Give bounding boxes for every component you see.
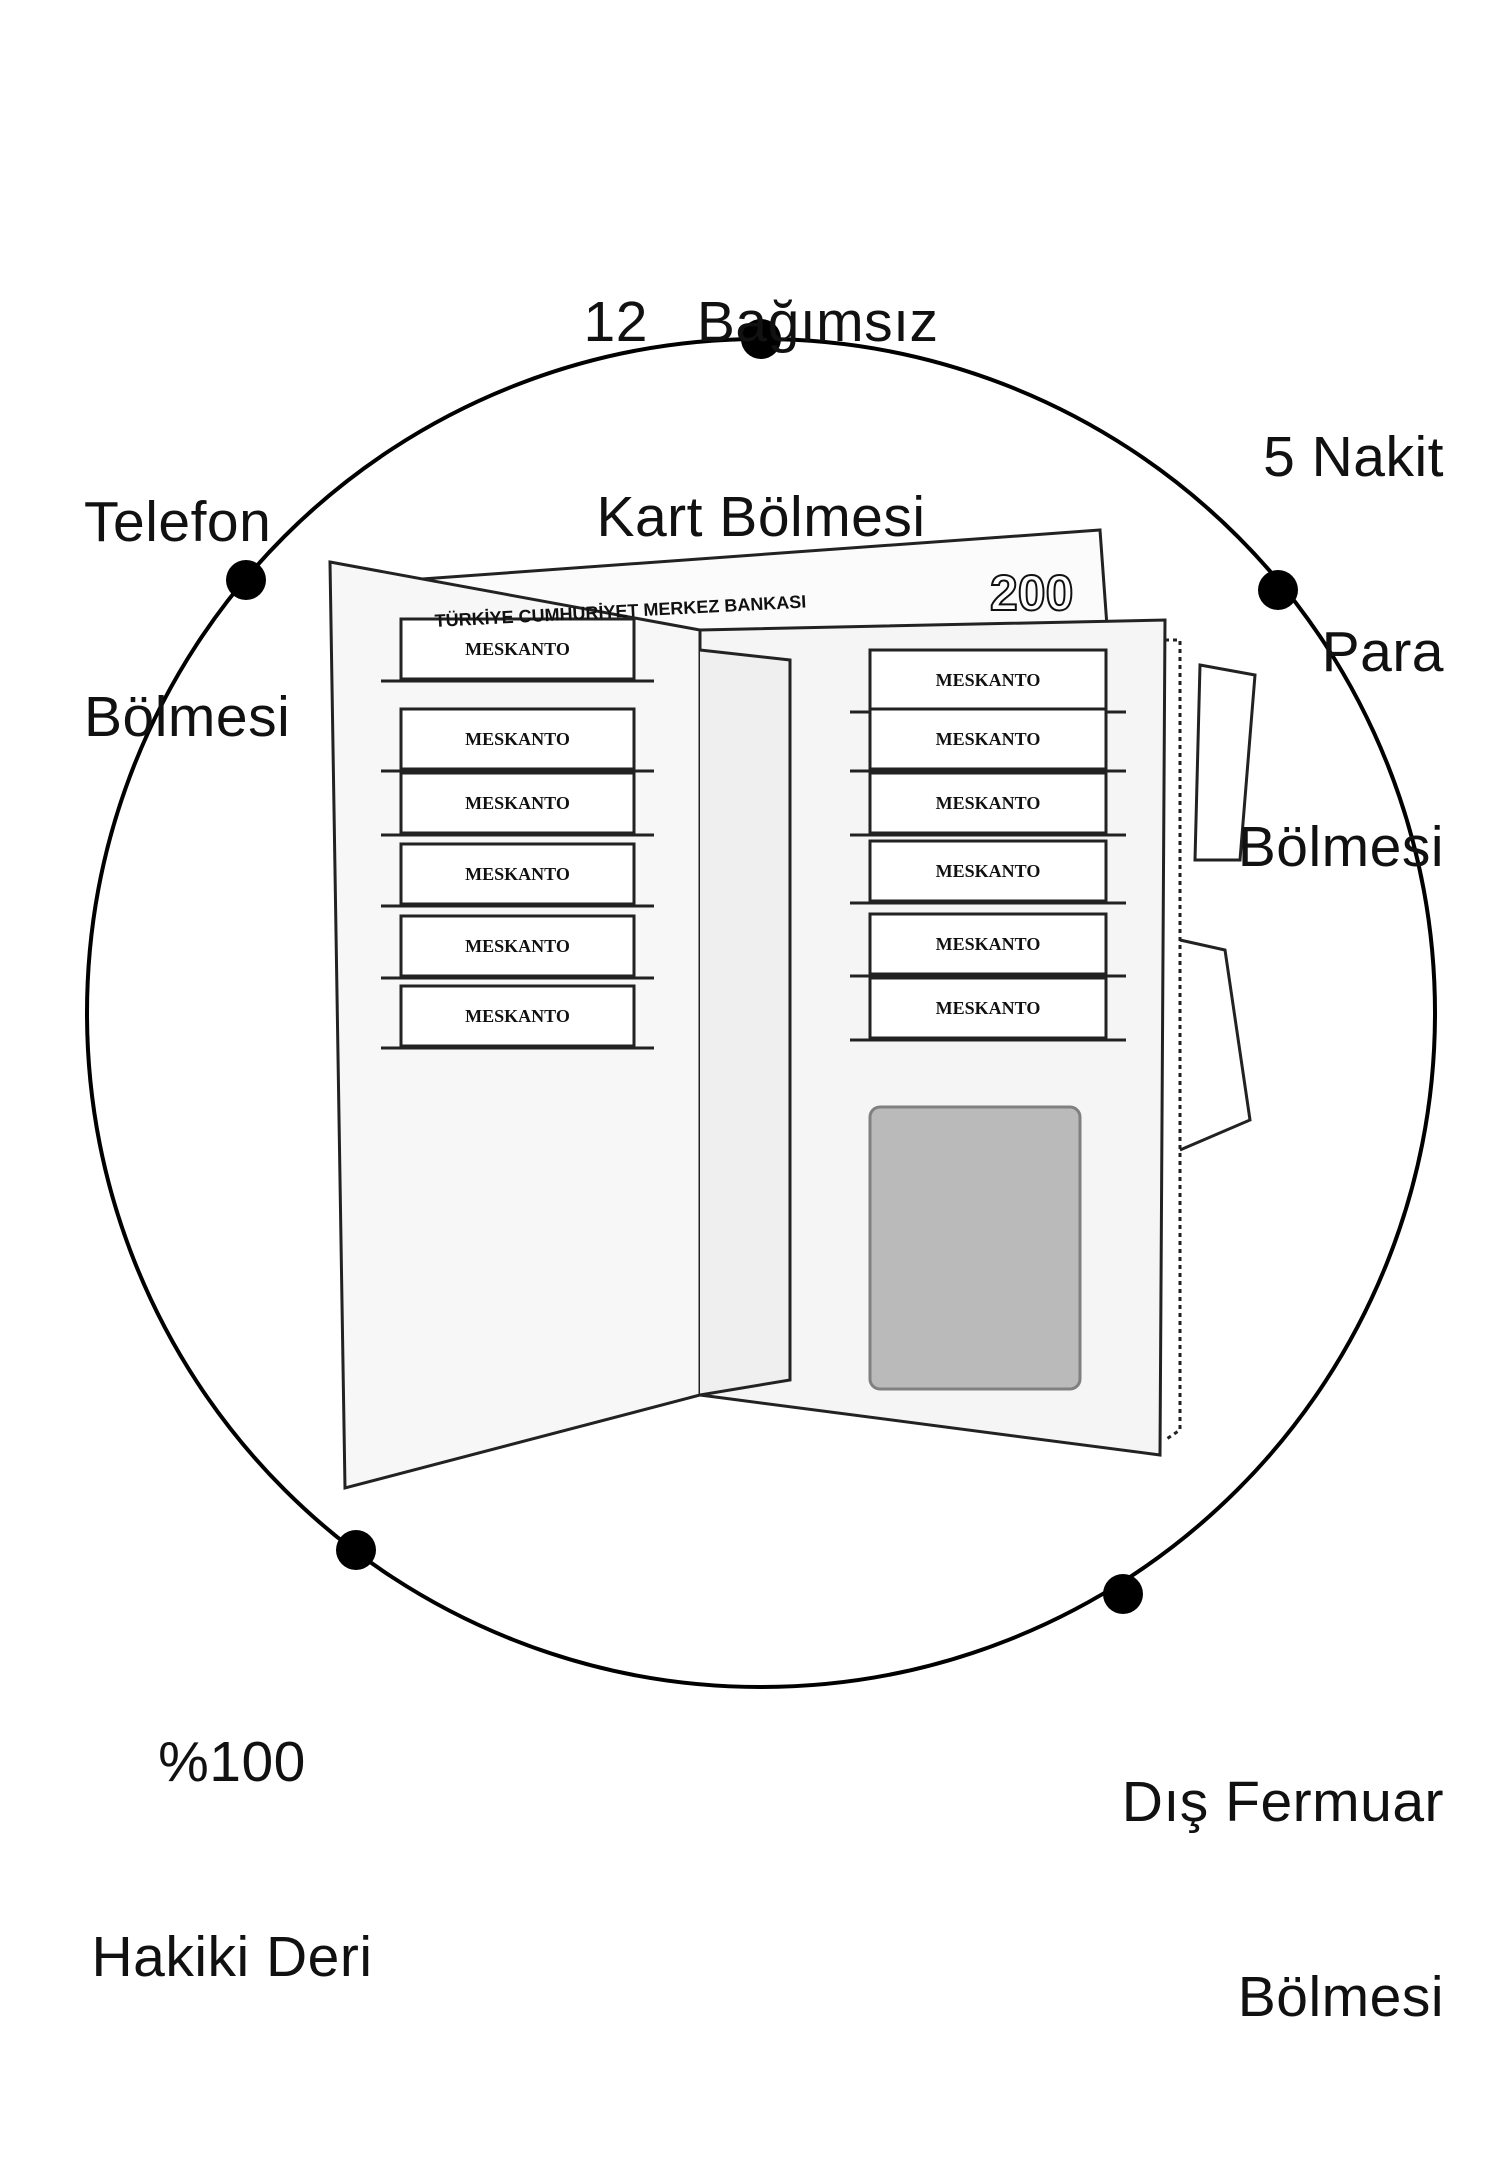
zipper (1164, 638, 1182, 1442)
card-brand: MESKANTO (465, 936, 570, 956)
label-line: %100 (158, 1730, 306, 1794)
card-brand: MESKANTO (465, 1006, 570, 1026)
card (399, 617, 636, 681)
label-cash-compartments: 5 Nakit Para Bölmesi (1238, 295, 1444, 1010)
strap (1179, 938, 1252, 1152)
card-brand: MESKANTO (936, 861, 1041, 881)
label-line: Bölmesi (84, 685, 291, 749)
label-genuine-leather: %100 Hakiki Deri (91, 1600, 372, 2120)
card-brand: MESKANTO (936, 793, 1041, 813)
card (399, 914, 636, 978)
infographic: MESKANTO MESKANTO MESKANTO MESKANTO MESKANTO… (84, 160, 1444, 2029)
zipper-pull (1193, 663, 1257, 862)
card (399, 707, 636, 771)
wallet-diagram: MESKANTO MESKANTO MESKANTO MESKANTO MESKANTO… (85, 319, 1437, 1689)
label-line: Dış Fermuar (1121, 1770, 1444, 1834)
label-outer-zipper: Dış Fermuar Bölmesi (1122, 1640, 1444, 2160)
card-brand: MESKANTO (465, 639, 570, 659)
label-line: Bölmesi (1237, 1965, 1444, 2029)
card (399, 842, 636, 906)
label-line: 12 Bağımsız (583, 290, 939, 354)
marker-dot-phone (226, 560, 266, 600)
marker-dot-leather (336, 1530, 376, 1570)
label-card-compartments: 12 Bağımsız Kart Bölmesi (584, 160, 939, 680)
card (868, 648, 1108, 712)
card-brand: MESKANTO (936, 729, 1041, 749)
card (868, 839, 1108, 903)
label-line: Para (1321, 620, 1444, 684)
card-brand: MESKANTO (465, 729, 570, 749)
label-line: Telefon (84, 490, 272, 554)
marker-dot-cards (741, 319, 781, 359)
label-phone-compartment: Telefon Bölmesi (84, 360, 290, 880)
card-brand: MESKANTO (465, 793, 570, 813)
label-line: 5 Nakit (1263, 425, 1444, 489)
marker-dot-zipper (1103, 1574, 1143, 1614)
card (868, 976, 1108, 1040)
card (868, 771, 1108, 835)
card (868, 912, 1108, 976)
card (399, 771, 636, 835)
wallet-illustration: MESKANTO MESKANTO MESKANTO MESKANTO MESKANTO… (328, 528, 1257, 1490)
banknote-value: 200 (990, 565, 1073, 621)
card-brand: MESKANTO (936, 934, 1041, 954)
label-line: Bölmesi (1237, 815, 1444, 879)
marker-dot-cash (1258, 570, 1298, 610)
card-brand: MESKANTO (936, 670, 1041, 690)
card (868, 707, 1108, 771)
card-brand: MESKANTO (936, 998, 1041, 1018)
wallet-spine (699, 648, 792, 1397)
card-brand: MESKANTO (465, 864, 570, 884)
label-line: Hakiki Deri (91, 1925, 373, 1989)
card (399, 984, 636, 1048)
label-line: Kart Bölmesi (596, 485, 926, 549)
id-window (868, 1105, 1082, 1391)
